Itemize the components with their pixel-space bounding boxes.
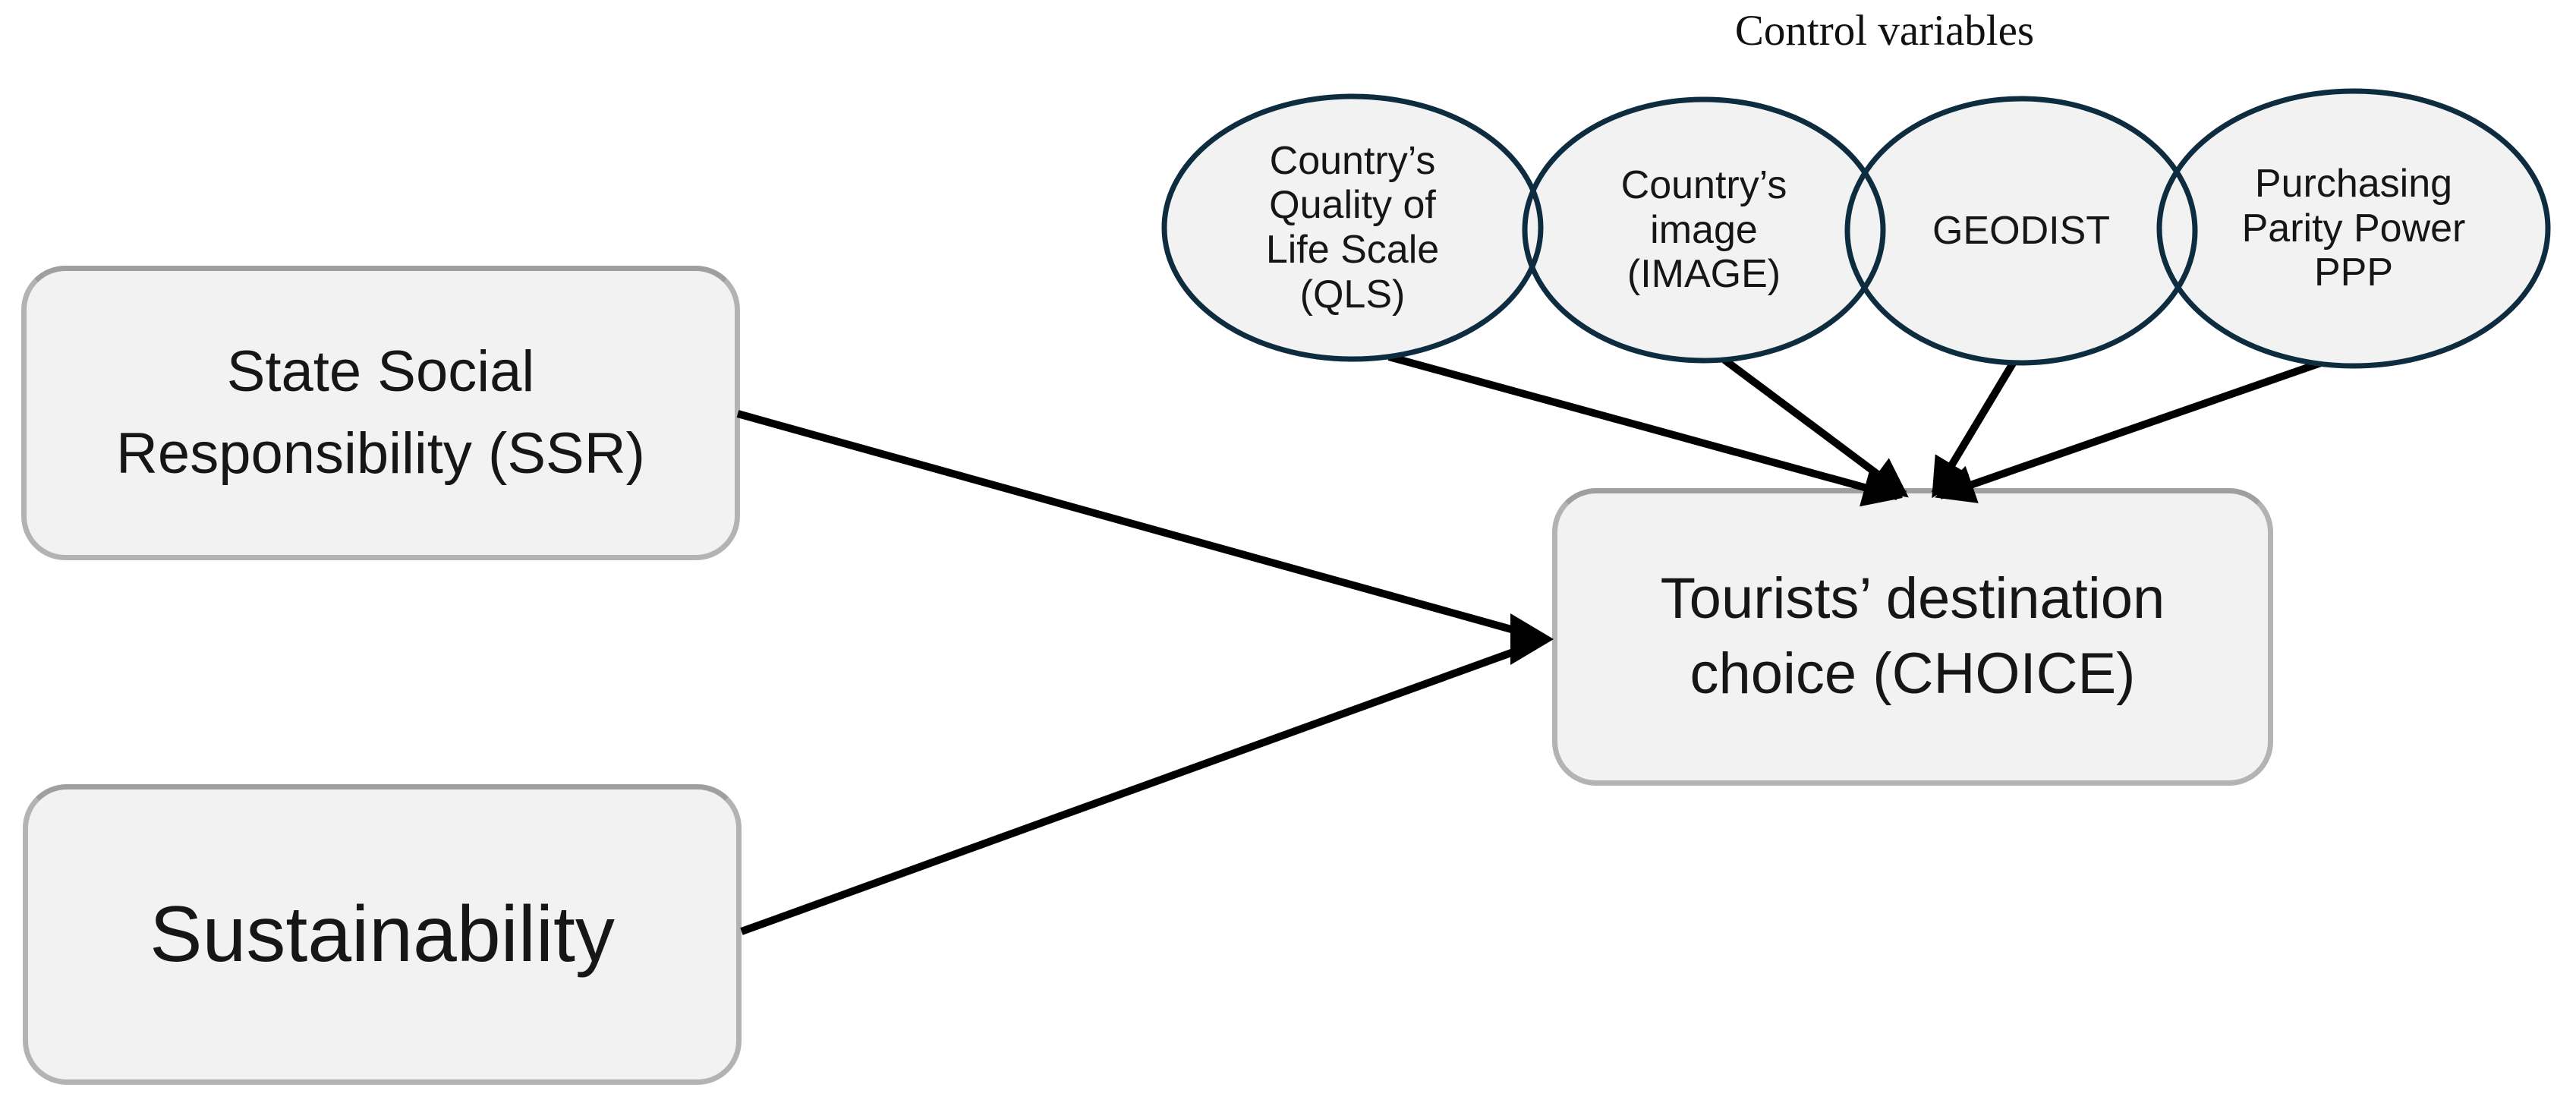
edge-image-to-choice (1722, 356, 1909, 498)
node-geodist-label: GEODIST (1932, 208, 2111, 253)
image-ellipse (1522, 96, 1886, 364)
image-ellipse-fill (1525, 99, 1883, 361)
node-state-social-responsibility: State Social Responsibility (SSR) (21, 266, 740, 560)
ppp-ellipse (2156, 88, 2551, 369)
qls-ellipse-fill (1164, 96, 1541, 359)
qls-ellipse (1161, 93, 1544, 362)
node-tourists-destination-choice: Tourists’ destination choice (CHOICE) (1552, 488, 2273, 786)
ppp-ellipse-fill (2159, 91, 2548, 366)
merged-arrowhead (1510, 613, 1554, 665)
node-ppp-label: Purchasing Parity Power PPP (2241, 161, 2466, 295)
control-variables-caption: Control variables (1734, 7, 2035, 55)
edge-ppp-to-choice (1935, 359, 2322, 503)
edge-ssr-to-choice (736, 410, 1521, 635)
geodist-ellipse-fill (1847, 99, 2195, 363)
edge-qls-to-choice (1387, 353, 1904, 507)
geodist-ellipse (1844, 96, 2198, 366)
node-country-image-label: Country’s image (IMAGE) (1620, 162, 1787, 297)
edge-sustainability-to-choice (740, 646, 1521, 935)
node-sustainability: Sustainability (23, 784, 742, 1085)
node-qls-label: Country’s Quality of Life Scale (QLS) (1265, 138, 1440, 317)
